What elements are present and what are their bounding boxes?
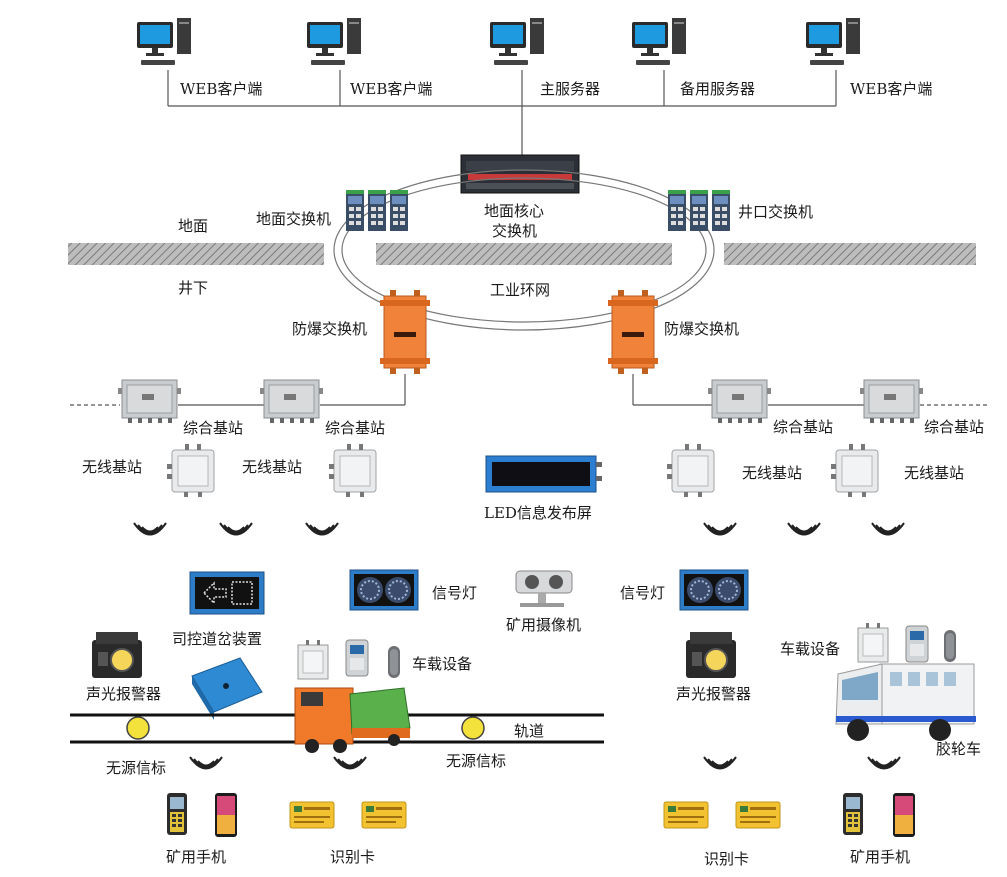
mine-camera-icon [515, 570, 573, 607]
explosion-proof-switch-right-icon [607, 289, 659, 375]
label-web-client-1: WEB客户端 [180, 80, 263, 98]
rugged-phone-left-icon [167, 793, 187, 835]
label-wireless-2: 无线基站 [242, 458, 303, 476]
integrated-station-4-icon [859, 379, 924, 424]
label-rubber-tire: 胶轮车 [936, 740, 982, 758]
shaft-switch-icon [668, 190, 730, 231]
wireless-station-2-icon [328, 443, 377, 498]
label-main-server: 主服务器 [540, 80, 601, 98]
vehicle-equipment-left-icon [297, 639, 400, 680]
vehicle-equipment-right-icon [857, 622, 956, 663]
label-signal-left: 信号灯 [432, 584, 478, 602]
turnout-controller-icon [191, 657, 263, 720]
integrated-station-2-icon [259, 379, 324, 424]
label-alarm-right: 声光报警器 [676, 685, 752, 703]
label-surface: 地面 [178, 217, 209, 235]
industrial-ring [333, 169, 715, 331]
label-xproof-left: 防爆交换机 [292, 320, 368, 338]
label-led-screen: LED信息发布屏 [484, 504, 592, 522]
station-links [70, 374, 990, 406]
signal-light-right-icon [679, 569, 749, 611]
label-camera: 矿用摄像机 [506, 616, 582, 634]
label-signal-right: 信号灯 [620, 584, 666, 602]
core-switch-icon [460, 154, 580, 194]
alarm-left-icon [91, 631, 143, 679]
label-web-client-2: WEB客户端 [350, 80, 433, 98]
label-shaft-switch: 井口交换机 [738, 203, 814, 221]
label-xproof-right: 防爆交换机 [664, 320, 740, 338]
surface-switch-icon [346, 190, 408, 231]
label-card-right: 识别卡 [704, 850, 750, 868]
wireless-station-1-icon [166, 443, 215, 498]
smart-phone-right-icon [893, 793, 915, 837]
label-beacon-left: 无源信标 [106, 759, 167, 777]
passive-beacon-icon [126, 716, 485, 740]
label-underground: 井下 [178, 279, 209, 297]
label-wireless-1: 无线基站 [82, 458, 143, 476]
label-vehicle-equip-left: 车载设备 [412, 655, 473, 673]
label-track: 轨道 [514, 722, 545, 740]
id-card-right-1-icon [663, 801, 709, 829]
main-server-icon [490, 18, 544, 65]
label-vehicle-equip-right: 车载设备 [780, 640, 841, 658]
led-screen-icon [485, 455, 602, 493]
wireless-signal-icon [133, 522, 905, 536]
id-card-right-2-icon [735, 801, 781, 829]
alarm-right-icon [685, 631, 737, 679]
id-card-left-1-icon [289, 801, 335, 829]
label-integ-4: 综合基站 [924, 418, 985, 436]
label-integ-1: 综合基站 [183, 419, 244, 437]
rubber-tire-vehicle-icon [835, 663, 976, 741]
backup-server-icon [632, 18, 686, 65]
id-card-left-2-icon [361, 801, 407, 829]
web-client-1-icon [137, 18, 191, 65]
label-core-switch-2: 交换机 [492, 222, 538, 240]
label-phone-left: 矿用手机 [166, 848, 227, 866]
top-bus-line [167, 70, 837, 155]
label-core-switch-1: 地面核心 [484, 202, 545, 220]
label-wireless-3: 无线基站 [742, 464, 803, 482]
wireless-station-3-icon [666, 443, 715, 498]
smart-phone-left-icon [215, 793, 237, 837]
label-integ-2: 综合基站 [325, 419, 386, 437]
label-web-client-3: WEB客户端 [850, 80, 933, 98]
label-card-left: 识别卡 [330, 848, 376, 866]
wireless-signal-lower-icon [189, 756, 901, 770]
label-alarm-left: 声光报警器 [86, 685, 162, 703]
label-ring: 工业环网 [490, 281, 551, 299]
integrated-station-1-icon [117, 379, 182, 424]
label-turnout: 司控道岔装置 [172, 630, 263, 648]
label-wireless-4: 无线基站 [904, 464, 965, 482]
locomotive-icon [294, 687, 411, 753]
integrated-station-3-icon [707, 379, 772, 424]
label-integ-3: 综合基站 [773, 418, 834, 436]
web-client-3-icon [806, 18, 860, 65]
label-phone-right: 矿用手机 [850, 848, 911, 866]
explosion-proof-switch-left-icon [379, 289, 431, 375]
web-client-2-icon [307, 18, 361, 65]
label-beacon-right: 无源信标 [446, 752, 507, 770]
rugged-phone-right-icon [843, 793, 863, 835]
wireless-station-4-icon [830, 443, 879, 498]
signal-light-left-icon [349, 569, 419, 611]
turnout-display-icon [189, 571, 265, 615]
label-surface-switch: 地面交换机 [256, 210, 332, 228]
label-backup-server: 备用服务器 [680, 80, 756, 98]
ground-divider [68, 243, 976, 265]
